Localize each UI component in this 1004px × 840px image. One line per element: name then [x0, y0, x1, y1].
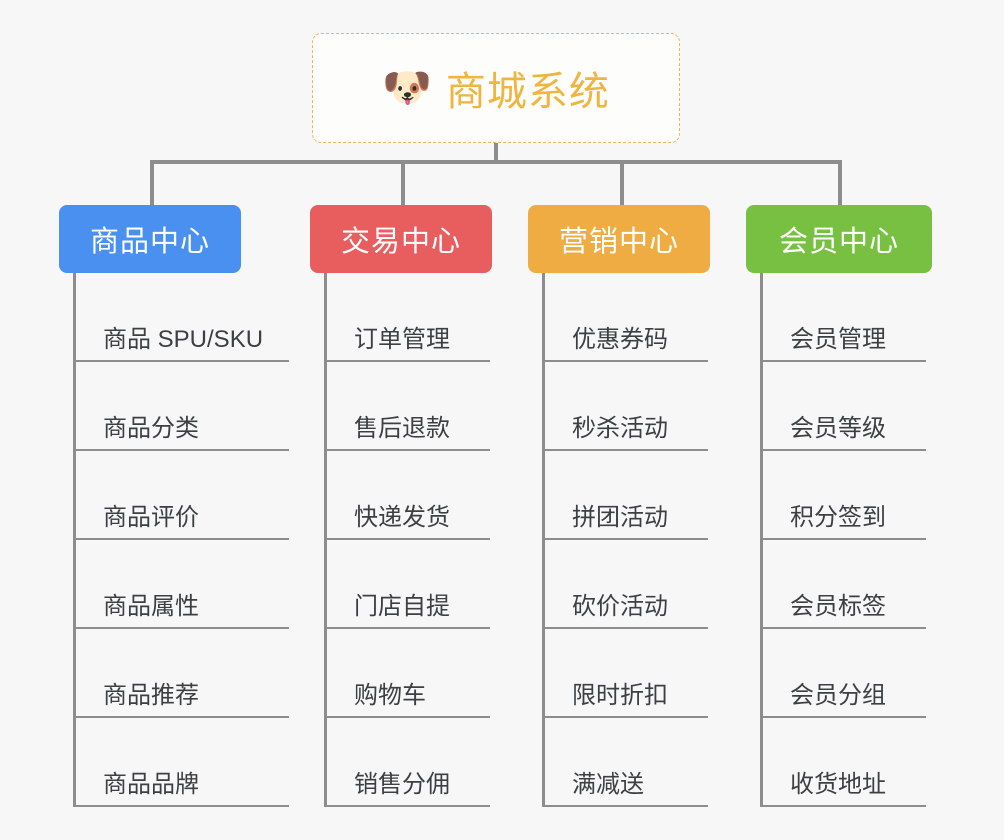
branch-title-2: 交易中心 — [340, 226, 461, 258]
branch-title-3: 营销中心 — [558, 226, 679, 258]
list-item[interactable]: 会员管理 — [760, 273, 926, 362]
list-item[interactable]: 商品推荐 — [73, 629, 289, 718]
leaf-label: 门店自提 — [324, 586, 490, 629]
leaf-label: 商品分类 — [73, 408, 289, 451]
connector-root-stem — [494, 143, 498, 164]
leaf-label: 秒杀活动 — [542, 408, 708, 451]
leaf-label: 销售分佣 — [324, 764, 490, 807]
list-item[interactable]: 积分签到 — [760, 451, 926, 540]
list-item[interactable]: 商品品牌 — [73, 718, 289, 807]
branch-spine-4 — [760, 273, 763, 807]
list-item[interactable]: 商品 SPU/SKU — [73, 273, 289, 362]
connector-drop-2 — [401, 160, 405, 207]
list-item[interactable]: 购物车 — [324, 629, 490, 718]
shiba-dog-icon: 🐶 — [382, 66, 432, 110]
leaf-label: 商品属性 — [73, 586, 289, 629]
branch-spine-3 — [542, 273, 545, 807]
leaf-label: 会员管理 — [760, 319, 926, 362]
leaf-list-2: 订单管理 售后退款 快递发货 门店自提 购物车 销售分佣 — [324, 273, 490, 807]
connector-horizontal-bus — [150, 160, 842, 164]
leaf-label: 积分签到 — [760, 497, 926, 540]
leaf-label: 优惠券码 — [542, 319, 708, 362]
leaf-label: 快递发货 — [324, 497, 490, 540]
list-item[interactable]: 门店自提 — [324, 540, 490, 629]
connector-drop-3 — [620, 160, 624, 207]
root-title: 商城系统 — [445, 70, 610, 114]
leaf-label: 商品品牌 — [73, 764, 289, 807]
leaf-label: 商品推荐 — [73, 675, 289, 718]
branch-header-1[interactable]: 商品中心 — [59, 205, 241, 273]
list-item[interactable]: 秒杀活动 — [542, 362, 708, 451]
leaf-list-4: 会员管理 会员等级 积分签到 会员标签 会员分组 收货地址 — [760, 273, 926, 807]
leaf-label: 会员标签 — [760, 586, 926, 629]
list-item[interactable]: 优惠券码 — [542, 273, 708, 362]
leaf-label: 砍价活动 — [542, 586, 708, 629]
leaf-label: 售后退款 — [324, 408, 490, 451]
branch-header-3[interactable]: 营销中心 — [528, 205, 710, 273]
branch-spine-2 — [324, 273, 327, 807]
leaf-label: 拼团活动 — [542, 497, 708, 540]
list-item[interactable]: 会员等级 — [760, 362, 926, 451]
leaf-list-3: 优惠券码 秒杀活动 拼团活动 砍价活动 限时折扣 满减送 — [542, 273, 708, 807]
list-item[interactable]: 收货地址 — [760, 718, 926, 807]
list-item[interactable]: 拼团活动 — [542, 451, 708, 540]
list-item[interactable]: 商品属性 — [73, 540, 289, 629]
leaf-label: 商品 SPU/SKU — [73, 319, 289, 362]
branch-header-2[interactable]: 交易中心 — [310, 205, 492, 273]
branch-header-4[interactable]: 会员中心 — [746, 205, 932, 273]
connector-drop-1 — [150, 160, 154, 207]
leaf-label: 会员等级 — [760, 408, 926, 451]
branch-title-4: 会员中心 — [778, 226, 899, 258]
leaf-label: 限时折扣 — [542, 675, 708, 718]
leaf-label: 收货地址 — [760, 764, 926, 807]
leaf-label: 购物车 — [324, 675, 490, 718]
root-node[interactable]: 🐶 商城系统 — [312, 33, 680, 143]
leaf-list-1: 商品 SPU/SKU 商品分类 商品评价 商品属性 商品推荐 商品品牌 — [73, 273, 289, 807]
leaf-label: 订单管理 — [324, 319, 490, 362]
branch-spine-1 — [73, 273, 76, 807]
list-item[interactable]: 销售分佣 — [324, 718, 490, 807]
leaf-label: 商品评价 — [73, 497, 289, 540]
list-item[interactable]: 售后退款 — [324, 362, 490, 451]
connector-drop-4 — [838, 160, 842, 207]
leaf-label: 会员分组 — [760, 675, 926, 718]
list-item[interactable]: 商品评价 — [73, 451, 289, 540]
list-item[interactable]: 会员分组 — [760, 629, 926, 718]
list-item[interactable]: 订单管理 — [324, 273, 490, 362]
list-item[interactable]: 快递发货 — [324, 451, 490, 540]
list-item[interactable]: 商品分类 — [73, 362, 289, 451]
list-item[interactable]: 限时折扣 — [542, 629, 708, 718]
leaf-label: 满减送 — [542, 764, 708, 807]
list-item[interactable]: 满减送 — [542, 718, 708, 807]
branch-title-1: 商品中心 — [89, 226, 210, 258]
list-item[interactable]: 会员标签 — [760, 540, 926, 629]
list-item[interactable]: 砍价活动 — [542, 540, 708, 629]
